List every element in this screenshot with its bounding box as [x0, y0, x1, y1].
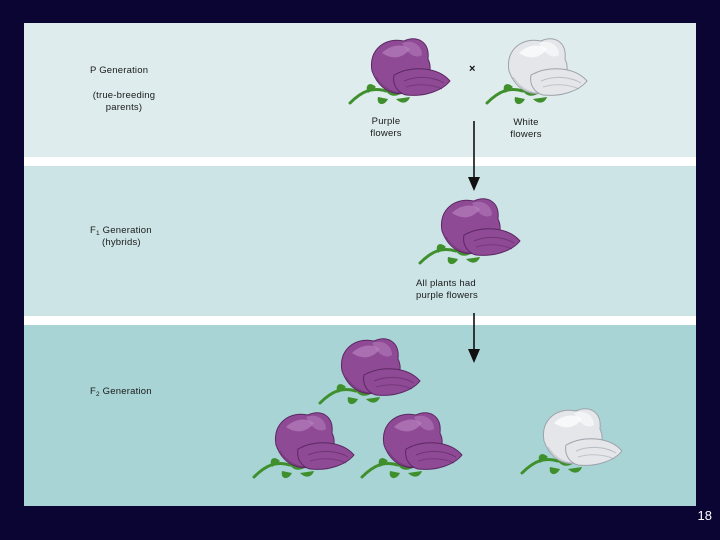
p-generation-band — [24, 23, 696, 157]
purple-flower-f1 — [412, 191, 532, 271]
p-subtitle-line2: parents) — [105, 102, 143, 113]
f1-generation-title: F1 Generation — [90, 225, 152, 240]
f1-result-line1: All plants had — [416, 278, 476, 289]
white-label-line1: White — [513, 117, 539, 128]
slide: P Generation (true-breeding parents) × — [24, 23, 696, 506]
p-generation-subtitle: (true-breeding parents) — [84, 90, 164, 114]
f1-result-label: All plants had purple flowers — [416, 278, 478, 302]
white-flower-f2 — [514, 401, 634, 481]
f1-title-prefix: F — [90, 225, 97, 236]
f1-generation-band — [24, 166, 696, 316]
f1-result-line2: purple flowers — [416, 290, 478, 301]
p-subtitle-line1: (true-breeding — [92, 90, 156, 101]
f2-title-prefix: F — [90, 386, 97, 397]
arrow-p-to-f1 — [467, 121, 481, 191]
white-flower-parent — [479, 31, 599, 111]
cross-symbol: × — [469, 63, 476, 75]
purple-flower-f2-left — [246, 405, 366, 485]
f2-title-suffix: Generation — [99, 386, 152, 397]
white-flowers-label: White flowers — [496, 117, 556, 141]
purple-label-line2: flowers — [370, 128, 402, 139]
white-label-line2: flowers — [510, 129, 542, 140]
purple-flower-f2-middle — [354, 405, 474, 485]
f1-title-subscript: 1 — [96, 230, 100, 237]
f1-generation-subtitle: (hybrids) — [102, 237, 141, 248]
f2-title-subscript: 2 — [96, 391, 100, 398]
page-number: 18 — [697, 508, 712, 523]
purple-flowers-label: Purple flowers — [356, 116, 416, 140]
f1-title-suffix: Generation — [99, 225, 152, 236]
purple-flower-parent — [342, 31, 462, 111]
purple-flower-f2-top — [312, 331, 432, 411]
p-generation-title: P Generation — [90, 65, 149, 76]
purple-label-line1: Purple — [371, 116, 401, 127]
f2-generation-title: F2 Generation — [90, 386, 152, 401]
arrow-f1-to-f2 — [467, 313, 481, 363]
